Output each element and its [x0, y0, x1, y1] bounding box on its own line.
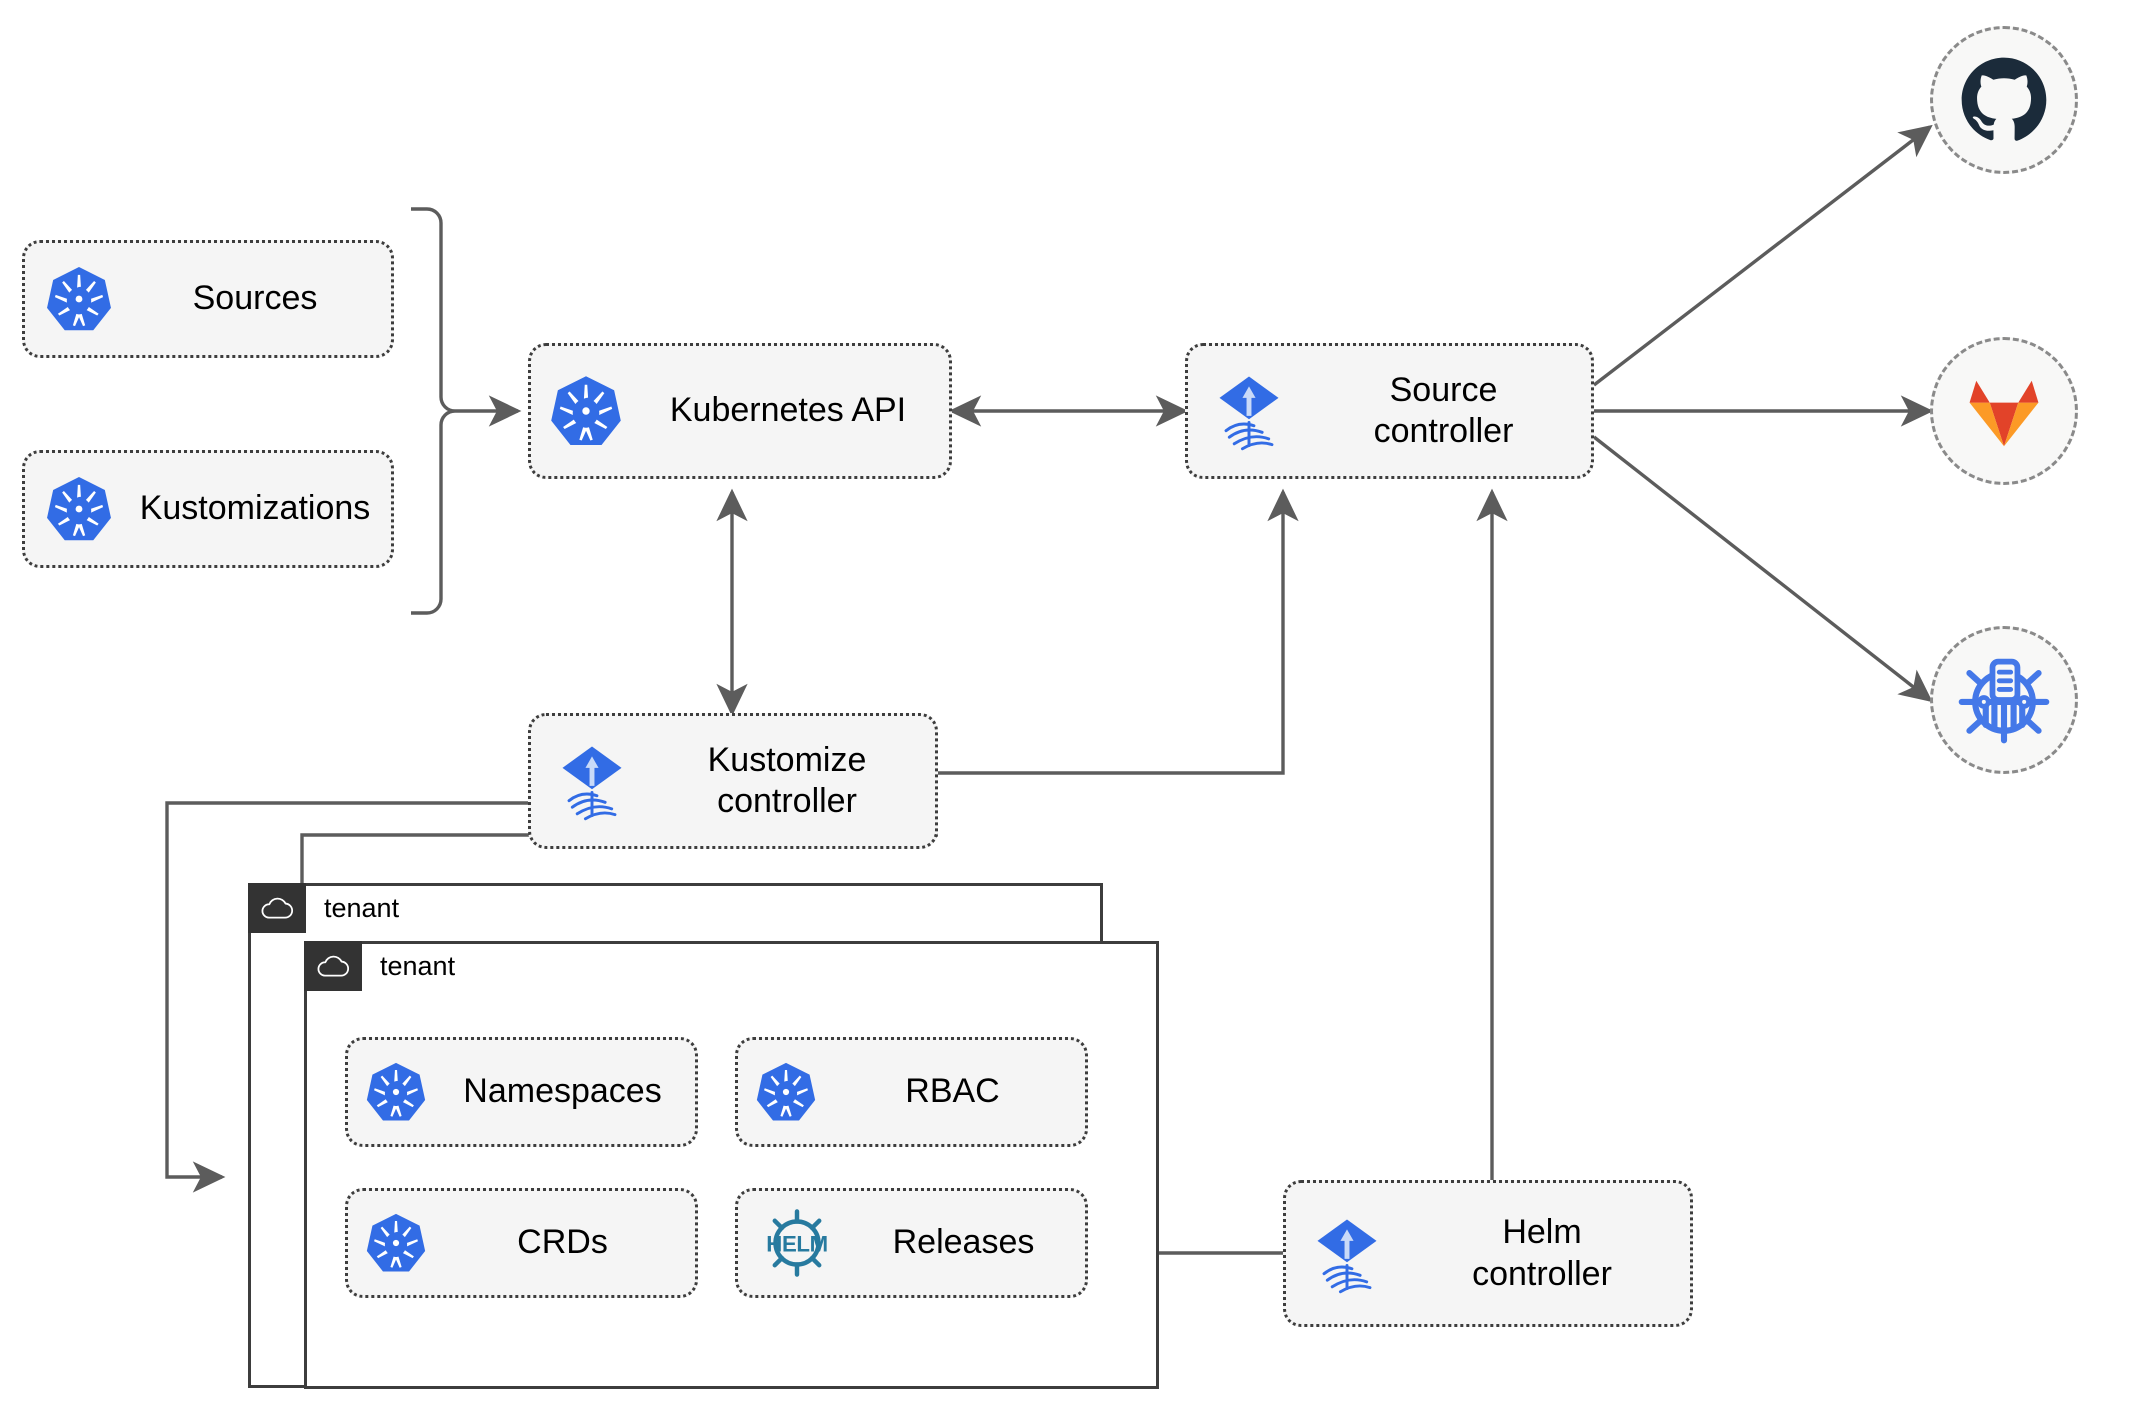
kubernetes-icon: [25, 265, 133, 333]
node-label: Kustomize controller: [707, 740, 867, 820]
helm-icon: HELM: [738, 1206, 856, 1280]
node-sources[interactable]: Sources: [22, 240, 394, 358]
node-kubernetes-api[interactable]: Kubernetes API: [528, 343, 952, 479]
node-gitlab[interactable]: [1930, 337, 2078, 485]
tenant-container-front[interactable]: tenant: [304, 941, 1159, 1389]
cloud-icon: [304, 941, 362, 991]
cloud-icon: [248, 883, 306, 933]
node-helm-repository[interactable]: [1930, 626, 2078, 774]
node-rbac[interactable]: RBAC: [735, 1037, 1088, 1147]
svg-text:HELM: HELM: [766, 1232, 827, 1257]
node-label: CRDs: [517, 1223, 608, 1262]
edge-source-to-helmrepo: [1592, 435, 1933, 703]
gitlab-icon: [1969, 380, 2039, 447]
flux-icon: [1286, 1213, 1408, 1295]
node-releases[interactable]: HELM Releases: [735, 1188, 1088, 1298]
node-crds[interactable]: CRDs: [345, 1188, 698, 1298]
node-label: Helm controller: [1472, 1213, 1612, 1293]
node-source-controller[interactable]: Source controller: [1185, 343, 1594, 479]
github-icon: [1961, 57, 2047, 141]
helm-repository-icon: [1958, 658, 2050, 744]
tenant-header: tenant: [304, 941, 455, 991]
node-label: Kubernetes API: [669, 391, 907, 430]
node-kustomize-controller[interactable]: Kustomize controller: [528, 713, 938, 849]
kubernetes-icon: [348, 1212, 444, 1274]
node-label: Source controller: [1373, 370, 1514, 450]
edge-source-to-github: [1592, 124, 1933, 387]
node-kustomizations[interactable]: Kustomizations: [22, 450, 394, 568]
node-label: Releases: [892, 1223, 1035, 1262]
node-namespaces[interactable]: Namespaces: [345, 1037, 698, 1147]
tenant-label: tenant: [380, 951, 456, 981]
flux-icon: [531, 740, 653, 822]
node-label: Sources: [192, 279, 318, 318]
edge-kustomize-to-source: [938, 488, 1299, 775]
flux-icon: [1188, 370, 1310, 452]
node-label: Namespaces: [463, 1072, 662, 1111]
kubernetes-icon: [738, 1061, 834, 1123]
node-label: RBAC: [905, 1072, 1000, 1111]
node-label: Kustomizations: [139, 489, 371, 528]
tenant-header: tenant: [248, 883, 399, 933]
kubernetes-icon: [531, 374, 641, 448]
kubernetes-icon: [25, 475, 133, 543]
kubernetes-icon: [348, 1061, 444, 1123]
grouping-brace: [411, 207, 456, 615]
node-helm-controller[interactable]: Helm controller: [1283, 1180, 1693, 1327]
tenant-label: tenant: [324, 893, 400, 923]
node-github[interactable]: [1930, 26, 2078, 174]
